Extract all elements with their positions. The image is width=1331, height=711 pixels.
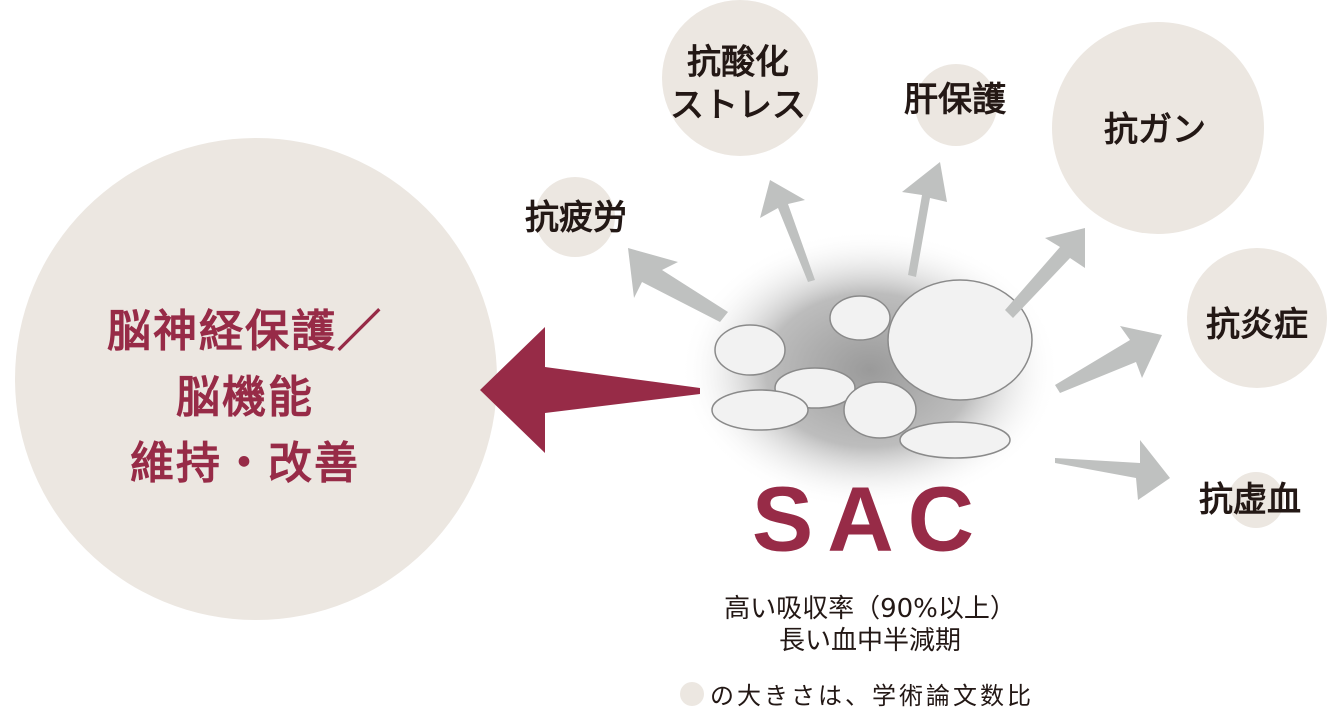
effect-label-anti-fatigue: 抗疲労 bbox=[525, 197, 627, 238]
legend-circle-icon bbox=[680, 681, 704, 706]
legend-text: の大きさは、学術論文数比 bbox=[710, 682, 1034, 710]
arrow-antioxidant bbox=[760, 180, 815, 282]
arrow-anticancer bbox=[1005, 228, 1085, 318]
effect-circle-antioxidant bbox=[662, 0, 818, 156]
effect-circle-anticancer bbox=[1052, 22, 1264, 234]
main-effect-line: 維持・改善 bbox=[130, 438, 360, 489]
effect-label-line: 抗酸化 bbox=[687, 42, 789, 83]
effect-circle-anti-ischemic bbox=[1228, 472, 1284, 528]
effect-circle-anti-inflammatory bbox=[1187, 248, 1327, 388]
effect-label-liver: 肝保護 bbox=[904, 79, 1006, 120]
absorption-text: 高い吸収率（90%以上） bbox=[724, 594, 1016, 624]
half-life-text: 長い血中半減期 bbox=[778, 626, 962, 656]
main-effect-line: 脳機能 bbox=[176, 372, 314, 423]
arrow-anti-inflammatory bbox=[1055, 326, 1162, 393]
effect-label-line: ストレス bbox=[670, 85, 806, 125]
sac-title: SAC bbox=[751, 468, 989, 571]
main-effect-line: 脳神経保護／ bbox=[107, 306, 383, 357]
effect-label-antioxidant: 抗酸化 ストレス bbox=[670, 42, 806, 127]
effect-circle-anti-fatigue bbox=[535, 177, 615, 257]
effect-label-anti-ischemic: 抗虚血 bbox=[1199, 479, 1301, 520]
effect-circle-liver bbox=[915, 64, 997, 146]
main-effect-label: 脳神経保護／ 脳機能 維持・改善 bbox=[107, 299, 383, 497]
effect-label-anticancer: 抗ガン bbox=[1104, 109, 1206, 150]
arrow-main-effect bbox=[480, 327, 700, 453]
main-effect-circle bbox=[15, 138, 497, 620]
arrow-anti-fatigue bbox=[628, 248, 728, 322]
arrow-anti-ischemic bbox=[1055, 440, 1170, 500]
garlic-cloves bbox=[711, 279, 1033, 459]
arrow-liver bbox=[902, 162, 947, 277]
effect-label-anti-inflammatory: 抗炎症 bbox=[1206, 304, 1308, 345]
legend: の大きさは、学術論文数比 bbox=[680, 676, 1034, 711]
